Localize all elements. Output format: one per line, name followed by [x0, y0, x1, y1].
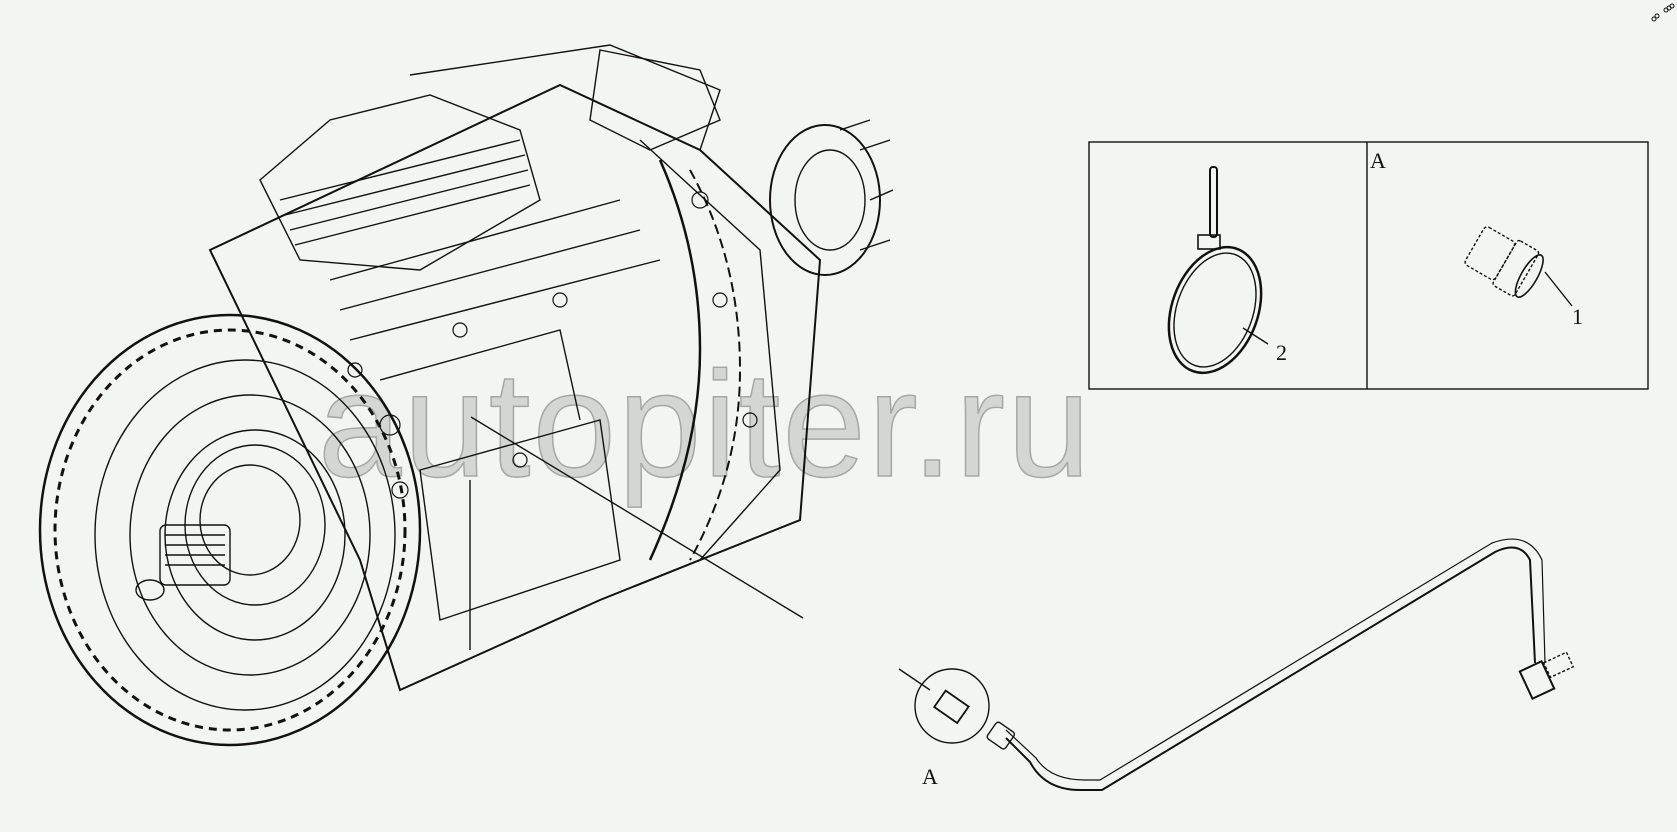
- detail-view-label: A: [1370, 148, 1386, 173]
- detail-box: [1088, 141, 1649, 390]
- pipe-assembly: [986, 538, 1575, 791]
- detail-marker-circle: [914, 668, 990, 744]
- corner-mark-icon: [1651, 3, 1675, 22]
- marker-leader: [898, 668, 931, 691]
- callout-part-2: 2: [1276, 340, 1287, 365]
- watermark: autopiter.ru: [317, 339, 1093, 509]
- fitting-in-circle: [932, 689, 970, 725]
- callout-part-1: 1: [1572, 304, 1583, 329]
- fitting-part: [1464, 226, 1544, 298]
- leader-line: [470, 416, 804, 619]
- transmission-assembly: [38, 44, 894, 747]
- detail-marker-label: A: [922, 764, 938, 789]
- hose-clamp-part: [1167, 166, 1269, 375]
